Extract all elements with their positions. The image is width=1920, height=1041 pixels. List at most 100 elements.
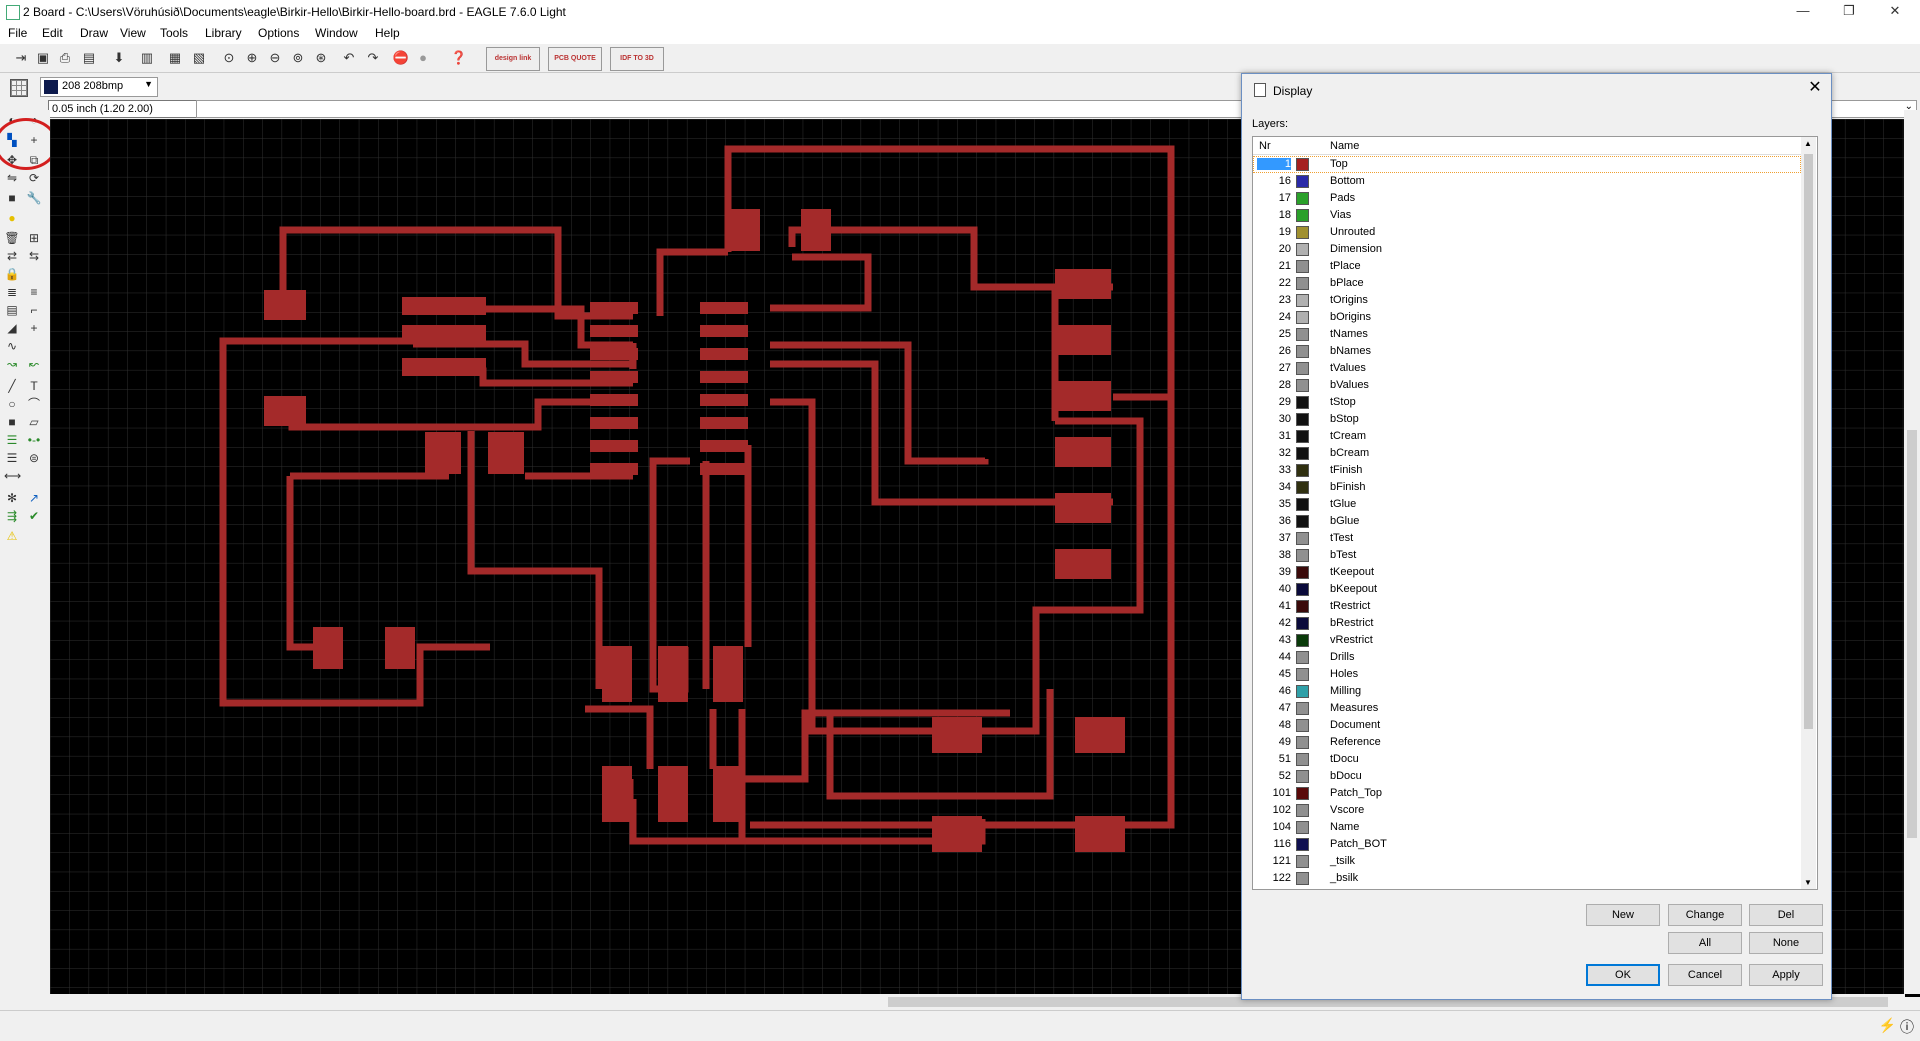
change-button[interactable]: Change: [1668, 904, 1742, 926]
value-icon[interactable]: ≡: [30, 285, 38, 299]
chevron-down-icon[interactable]: ⌄: [1904, 101, 1913, 112]
cancel-button[interactable]: Cancel: [1668, 964, 1742, 986]
close-window-button[interactable]: ✕: [1889, 3, 1901, 18]
autorouter-icon[interactable]: ↗: [28, 491, 40, 505]
restore-button[interactable]: ❐: [1843, 3, 1855, 18]
board-icon[interactable]: ▦: [168, 50, 182, 65]
new-button[interactable]: New: [1586, 904, 1660, 926]
scrollbar-thumb[interactable]: [1804, 154, 1813, 729]
layer-color-swatch[interactable]: [1296, 719, 1309, 732]
layer-color-swatch[interactable]: [1296, 175, 1309, 188]
none-button[interactable]: None: [1749, 932, 1823, 954]
column-name[interactable]: Name: [1330, 140, 1360, 152]
arc-icon[interactable]: ⌒: [27, 397, 40, 411]
text-icon[interactable]: T: [30, 379, 38, 393]
name-icon[interactable]: ≣: [6, 285, 18, 299]
stop-icon[interactable]: ⛔: [392, 50, 410, 65]
zoom-in-icon[interactable]: ⊕: [246, 50, 258, 65]
delete-icon[interactable]: 🗑: [4, 231, 20, 245]
redo-icon[interactable]: ↷: [367, 50, 379, 65]
zoom-out-icon[interactable]: ⊖: [269, 50, 281, 65]
go-icon[interactable]: ●: [419, 50, 427, 65]
rotate-icon[interactable]: ⟳: [28, 171, 40, 185]
miter-icon[interactable]: ⌐: [30, 303, 38, 317]
drc-icon[interactable]: ✔: [28, 509, 40, 523]
layer-color-swatch[interactable]: [1296, 651, 1309, 664]
layer-color-swatch[interactable]: [1296, 464, 1309, 477]
attribute-icon[interactable]: ⊜: [28, 451, 40, 465]
layer-color-swatch[interactable]: [1296, 549, 1309, 562]
rect-icon[interactable]: ■: [8, 415, 16, 429]
all-button[interactable]: All: [1668, 932, 1742, 954]
layer-color-swatch[interactable]: [1296, 430, 1309, 443]
layer-color-swatch[interactable]: [1296, 209, 1309, 222]
layer-color-swatch[interactable]: [1296, 192, 1309, 205]
lock-icon[interactable]: 🔒: [4, 267, 20, 281]
zoom-select-icon[interactable]: ⊚: [292, 50, 304, 65]
minimize-button[interactable]: —: [1796, 3, 1810, 18]
polygon-icon[interactable]: ▱: [29, 415, 39, 429]
menu-options[interactable]: Options: [258, 26, 300, 40]
vertical-scrollbar[interactable]: [1904, 110, 1920, 994]
layer-color-swatch[interactable]: [1296, 685, 1309, 698]
script-icon[interactable]: ⬇: [113, 50, 125, 65]
layer-color-swatch[interactable]: [1296, 328, 1309, 341]
design-link-button[interactable]: design link: [486, 47, 540, 71]
layer-color-swatch[interactable]: [1296, 243, 1309, 256]
menu-draw[interactable]: Draw: [80, 26, 109, 40]
layer-select[interactable]: 208 208bmp ▼: [40, 77, 158, 97]
open-icon[interactable]: ⇥: [15, 50, 27, 65]
ok-button[interactable]: OK: [1586, 964, 1660, 986]
layer-color-swatch[interactable]: [1296, 396, 1309, 409]
layer-color-swatch[interactable]: [1296, 532, 1309, 545]
layer-color-swatch[interactable]: [1296, 617, 1309, 630]
pcb-quote-button[interactable]: PCB QUOTE: [548, 47, 602, 71]
layer-color-swatch[interactable]: [1296, 702, 1309, 715]
erc-icon[interactable]: ⇶: [6, 509, 18, 523]
optimize-icon[interactable]: +: [30, 321, 38, 335]
idf-to-3d-button[interactable]: IDF TO 3D: [610, 47, 664, 71]
layer-color-swatch[interactable]: [1296, 566, 1309, 579]
ripup-icon[interactable]: ↜: [28, 357, 40, 371]
scroll-up-icon[interactable]: ▲: [1804, 139, 1812, 148]
layer-color-swatch[interactable]: [1296, 294, 1309, 307]
layer-color-swatch[interactable]: [1296, 872, 1309, 885]
menu-edit[interactable]: Edit: [42, 26, 63, 40]
info-status-icon[interactable]: ⓘ: [1900, 1019, 1914, 1035]
layer-color-swatch[interactable]: [1296, 770, 1309, 783]
layer-color-swatch[interactable]: [1296, 736, 1309, 749]
cam-icon[interactable]: ▤: [82, 50, 96, 65]
meander-icon[interactable]: ∿: [6, 339, 18, 353]
schematic-icon[interactable]: ▧: [192, 50, 206, 65]
scrollbar-thumb[interactable]: [888, 997, 1888, 1007]
change-icon[interactable]: ⇄: [6, 249, 18, 263]
layer-color-swatch[interactable]: [1296, 804, 1309, 817]
